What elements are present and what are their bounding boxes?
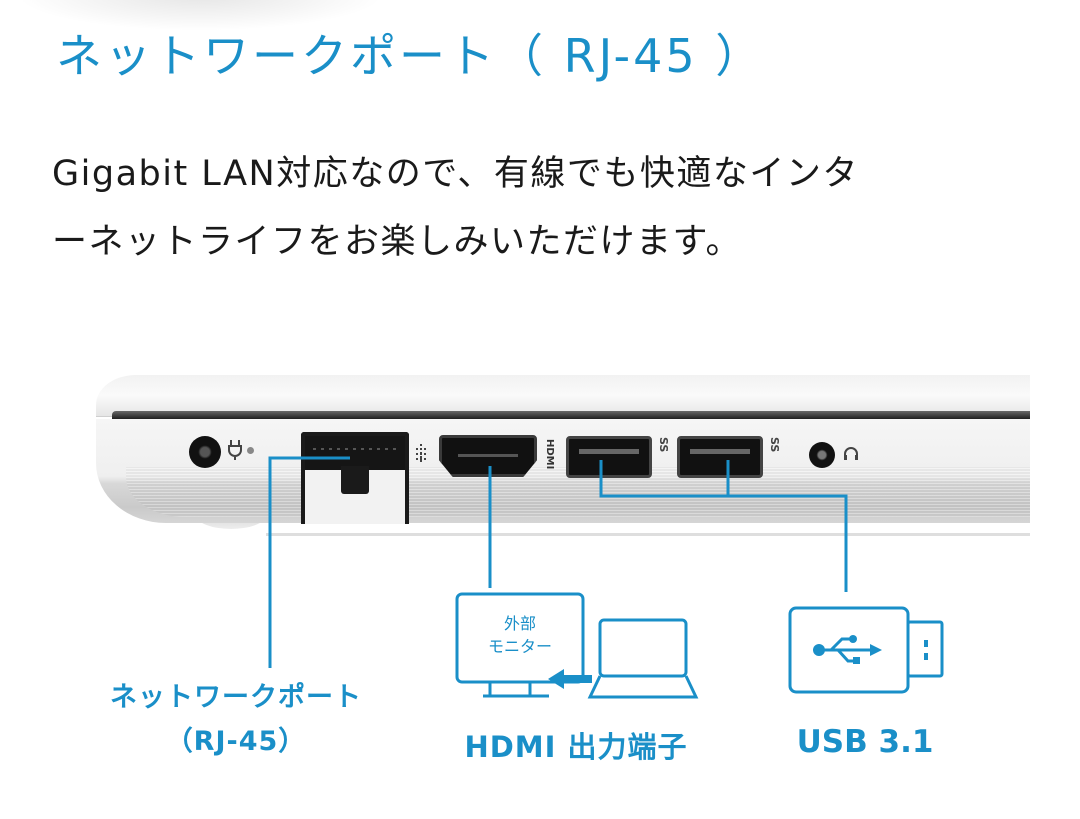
audio-jack — [809, 442, 835, 468]
headphone-icon — [844, 447, 858, 460]
usb-symbol-icon — [813, 635, 928, 664]
usb-ss-icon: SS — [768, 437, 781, 453]
rj45-pins — [313, 448, 399, 450]
monitor-text-line-2: モニター — [487, 637, 552, 656]
usb-port-2 — [677, 436, 763, 478]
laptop-side-view: HDMI SS SS — [96, 375, 1030, 555]
hdmi-output-label: HDMI 出力端子 — [464, 730, 688, 764]
power-jack — [189, 436, 221, 468]
laptop-icon — [587, 618, 699, 699]
usb-label: USB 3.1 — [796, 724, 934, 760]
page-title: ネットワークポート（ RJ-45 ） — [56, 29, 765, 83]
usb-stick-icon — [788, 606, 944, 694]
hdmi-port — [439, 435, 537, 477]
usb-port-1 — [566, 436, 652, 478]
network-port-label: ネットワークポート （RJ-45） — [86, 676, 386, 764]
network-port-label-line-1: ネットワークポート — [110, 682, 362, 713]
monitor-text-line-1: 外部 — [503, 614, 536, 633]
power-led — [247, 447, 254, 454]
laptop-base — [96, 419, 1030, 523]
network-port-label-line-2: （RJ-45） — [165, 726, 307, 757]
description-text: Gigabit LAN対応なので、有線でも快適なインタ ーネットライフをお楽しみ… — [52, 140, 1032, 276]
ethernet-icon — [416, 444, 426, 464]
description-line-1: Gigabit LAN対応なので、有線でも快適なインタ — [52, 154, 859, 194]
external-monitor-label: 外部 モニター — [470, 612, 570, 658]
laptop-hinge — [112, 411, 1030, 419]
usb-ss-icon: SS — [657, 437, 670, 453]
hdmi-port-label: HDMI — [544, 439, 555, 470]
description-line-2: ーネットライフをお楽しみいただけます。 — [52, 222, 743, 262]
arrow-left-icon — [548, 669, 592, 689]
hdmi-slot — [458, 454, 518, 457]
surface-line — [266, 533, 1030, 536]
rj45-port — [301, 432, 409, 524]
laptop-lid — [96, 375, 1030, 417]
power-plug-icon — [228, 440, 242, 460]
